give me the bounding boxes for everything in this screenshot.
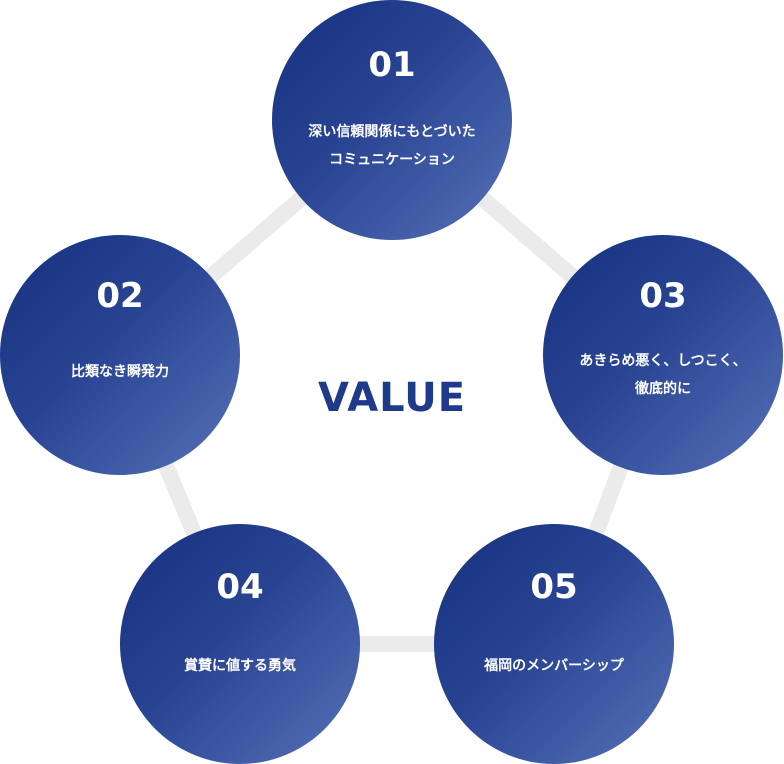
- value-number: 02: [96, 276, 144, 316]
- center-title: VALUE: [317, 375, 467, 421]
- value-circle-02: 02 比類なき瞬発力: [0, 235, 240, 475]
- value-circle-03: 03 あきらめ悪く、しつこく、 徹底的に: [543, 235, 783, 475]
- value-number: 03: [639, 276, 687, 316]
- value-text: 賞賛に値する勇気: [184, 658, 296, 674]
- value-number: 01: [368, 45, 416, 85]
- value-number: 05: [530, 567, 578, 607]
- value-circle-04: 04 賞賛に値する勇気: [120, 524, 360, 764]
- value-circle-05: 05 福岡のメンバーシップ: [434, 524, 674, 764]
- value-number: 04: [216, 567, 264, 607]
- value-text: 比類なき瞬発力: [71, 364, 169, 380]
- value-circle-01: 01 深い信頼関係にもとづいた コミュニケーション: [272, 0, 512, 240]
- value-text: 福岡のメンバーシップ: [484, 658, 624, 674]
- value-text: あきらめ悪く、しつこく、 徹底的に: [579, 353, 747, 397]
- value-text: 深い信頼関係にもとづいた コミュニケーション: [308, 124, 476, 168]
